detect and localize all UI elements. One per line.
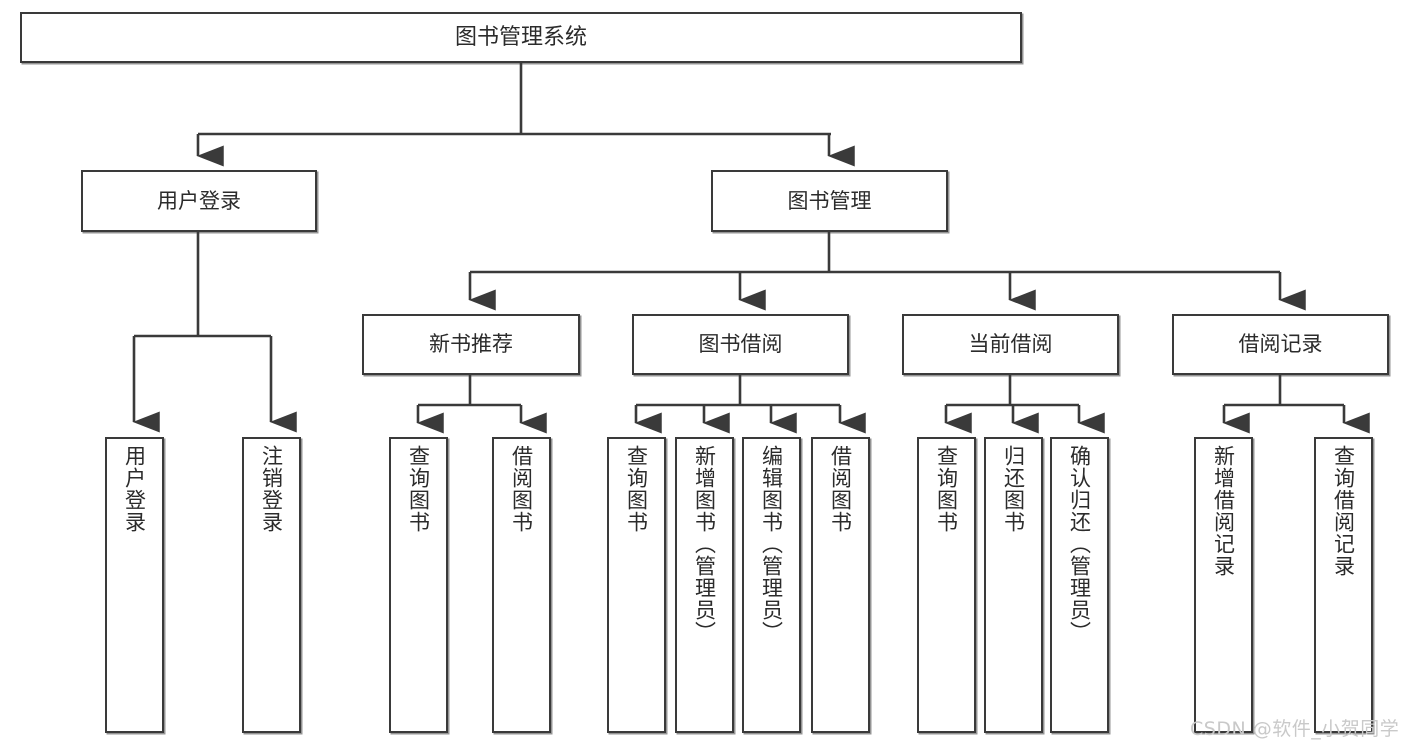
- node-label: 新增借阅记录: [1211, 445, 1236, 577]
- node-label: 查询图书: [624, 445, 649, 533]
- node-borrow-record[interactable]: 借阅记录: [1172, 314, 1389, 375]
- node-label: 图书借阅: [698, 332, 783, 357]
- node-label: 注销登录: [259, 445, 284, 533]
- leaf-record-add-record[interactable]: 新增借阅记录: [1194, 437, 1253, 733]
- node-new-book-recommend[interactable]: 新书推荐: [362, 314, 580, 375]
- node-label: 归还图书: [1001, 445, 1026, 533]
- node-book-borrow[interactable]: 图书借阅: [632, 314, 849, 375]
- node-label: 借阅记录: [1238, 332, 1323, 357]
- node-label: 编辑图书（管理员）: [759, 445, 784, 643]
- leaf-borrow-query-books[interactable]: 查询图书: [607, 437, 666, 733]
- node-label: 新书推荐: [429, 332, 513, 357]
- leaf-user-logout[interactable]: 注销登录: [242, 437, 301, 733]
- csdn-watermark: CSDN @软件_小贺同学: [1190, 718, 1400, 740]
- leaf-current-confirm-return-admin[interactable]: 确认归还（管理员）: [1050, 437, 1109, 733]
- node-label: 用户登录: [157, 188, 241, 213]
- node-label: 确认归还（管理员）: [1067, 445, 1092, 643]
- node-root-system[interactable]: 图书管理系统: [20, 12, 1022, 63]
- node-book-management[interactable]: 图书管理: [711, 170, 948, 232]
- node-label: 查询借阅记录: [1331, 445, 1356, 577]
- node-current-borrow[interactable]: 当前借阅: [902, 314, 1119, 375]
- node-label: 借阅图书: [828, 445, 853, 533]
- node-label: 图书管理: [787, 188, 872, 213]
- leaf-record-query-record[interactable]: 查询借阅记录: [1314, 437, 1373, 733]
- node-label: 借阅图书: [509, 445, 534, 533]
- node-label: 新增图书（管理员）: [692, 445, 717, 643]
- leaf-newbook-query-books[interactable]: 查询图书: [389, 437, 448, 733]
- leaf-current-query-books[interactable]: 查询图书: [917, 437, 976, 733]
- node-label: 查询图书: [406, 445, 431, 533]
- leaf-current-return-books[interactable]: 归还图书: [984, 437, 1043, 733]
- node-label: 查询图书: [934, 445, 959, 533]
- leaf-borrow-add-book-admin[interactable]: 新增图书（管理员）: [675, 437, 734, 733]
- node-user-login[interactable]: 用户登录: [81, 170, 317, 232]
- node-label: 用户登录: [122, 445, 147, 533]
- leaf-borrow-borrow-book[interactable]: 借阅图书: [811, 437, 870, 733]
- node-label: 图书管理系统: [454, 24, 587, 50]
- leaf-borrow-edit-book-admin[interactable]: 编辑图书（管理员）: [742, 437, 801, 733]
- leaf-user-login[interactable]: 用户登录: [105, 437, 164, 733]
- node-label: 当前借阅: [968, 332, 1053, 357]
- leaf-newbook-borrow-books[interactable]: 借阅图书: [492, 437, 551, 733]
